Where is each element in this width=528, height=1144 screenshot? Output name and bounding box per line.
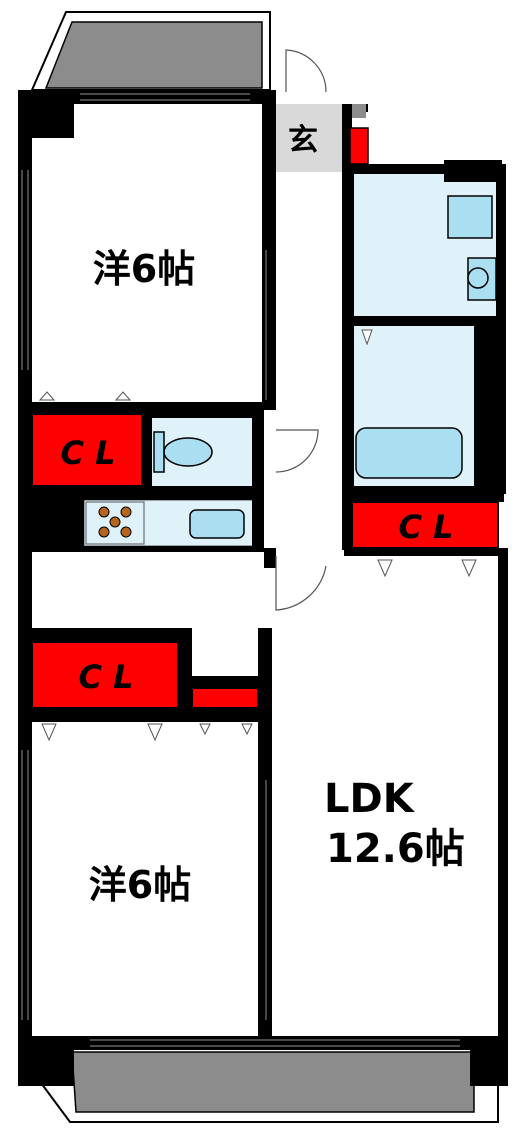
room-size-ldk: 12.6帖	[326, 826, 465, 872]
closet-lower-left	[31, 641, 179, 709]
entrance-label: 玄	[288, 123, 318, 158]
closet-lower-small	[191, 687, 259, 709]
closet-label-upper-left: C L	[60, 434, 115, 472]
windows	[21, 93, 460, 1047]
room-label-bedroom-top: 洋6帖	[93, 247, 195, 291]
bathtub-icon	[355, 427, 463, 479]
room-label-bedroom-bottom: 洋6帖	[89, 863, 191, 907]
closet-doors	[38, 329, 477, 742]
room-label-ldk: LDK	[324, 776, 416, 822]
closet-label-lower-left: C L	[78, 658, 133, 696]
entrance-corner	[352, 104, 366, 118]
balcony-top	[30, 11, 271, 91]
closet-right	[351, 501, 499, 549]
closet-upper-left	[31, 413, 143, 487]
sink-icon	[447, 195, 493, 239]
shoe-cabinet	[349, 127, 369, 165]
stove-icon	[85, 501, 145, 545]
kitchen-sink-icon	[189, 509, 245, 539]
closet-label-right: C L	[398, 508, 453, 546]
doors	[275, 49, 327, 611]
toilet-icon	[153, 431, 213, 473]
washing-machine-icon	[467, 257, 497, 301]
balcony-bottom	[22, 1051, 499, 1123]
entrance-floor	[276, 104, 346, 172]
